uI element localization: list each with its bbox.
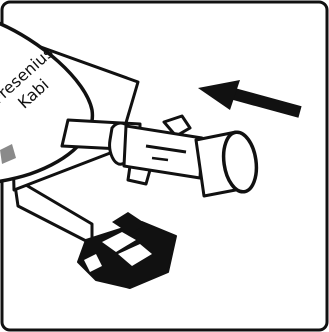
device-illustration: Fresenius Kabi (0, 0, 329, 332)
